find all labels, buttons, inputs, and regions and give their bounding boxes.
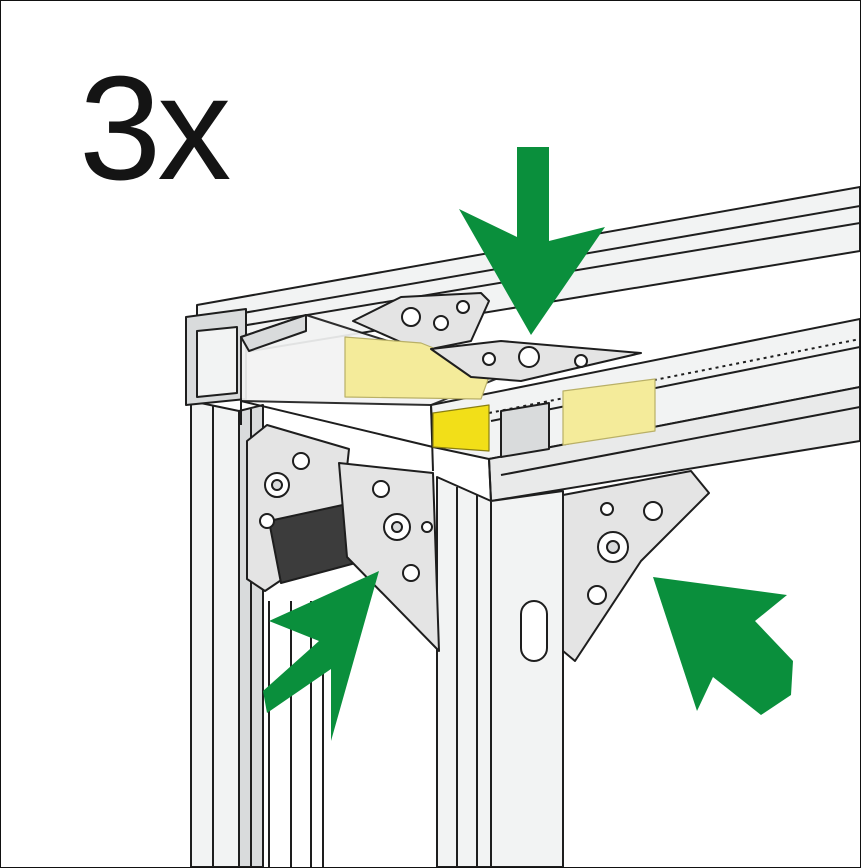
top-corner-bracket <box>352 292 490 352</box>
connector-block-highlight <box>344 336 656 458</box>
arrow-up-left-icon <box>653 577 793 715</box>
arrow-up-right-icon <box>263 571 379 741</box>
left-corner-bracket <box>246 424 364 592</box>
screw-icon <box>401 307 421 327</box>
screw-icon <box>518 346 540 368</box>
front-vertical-post <box>436 476 564 867</box>
right-corner-bracket <box>562 470 710 662</box>
quantity-label: 3x <box>79 46 231 211</box>
arrow-down-icon <box>459 147 605 335</box>
center-bracket <box>430 340 642 382</box>
middle-corner-bracket <box>338 462 440 652</box>
